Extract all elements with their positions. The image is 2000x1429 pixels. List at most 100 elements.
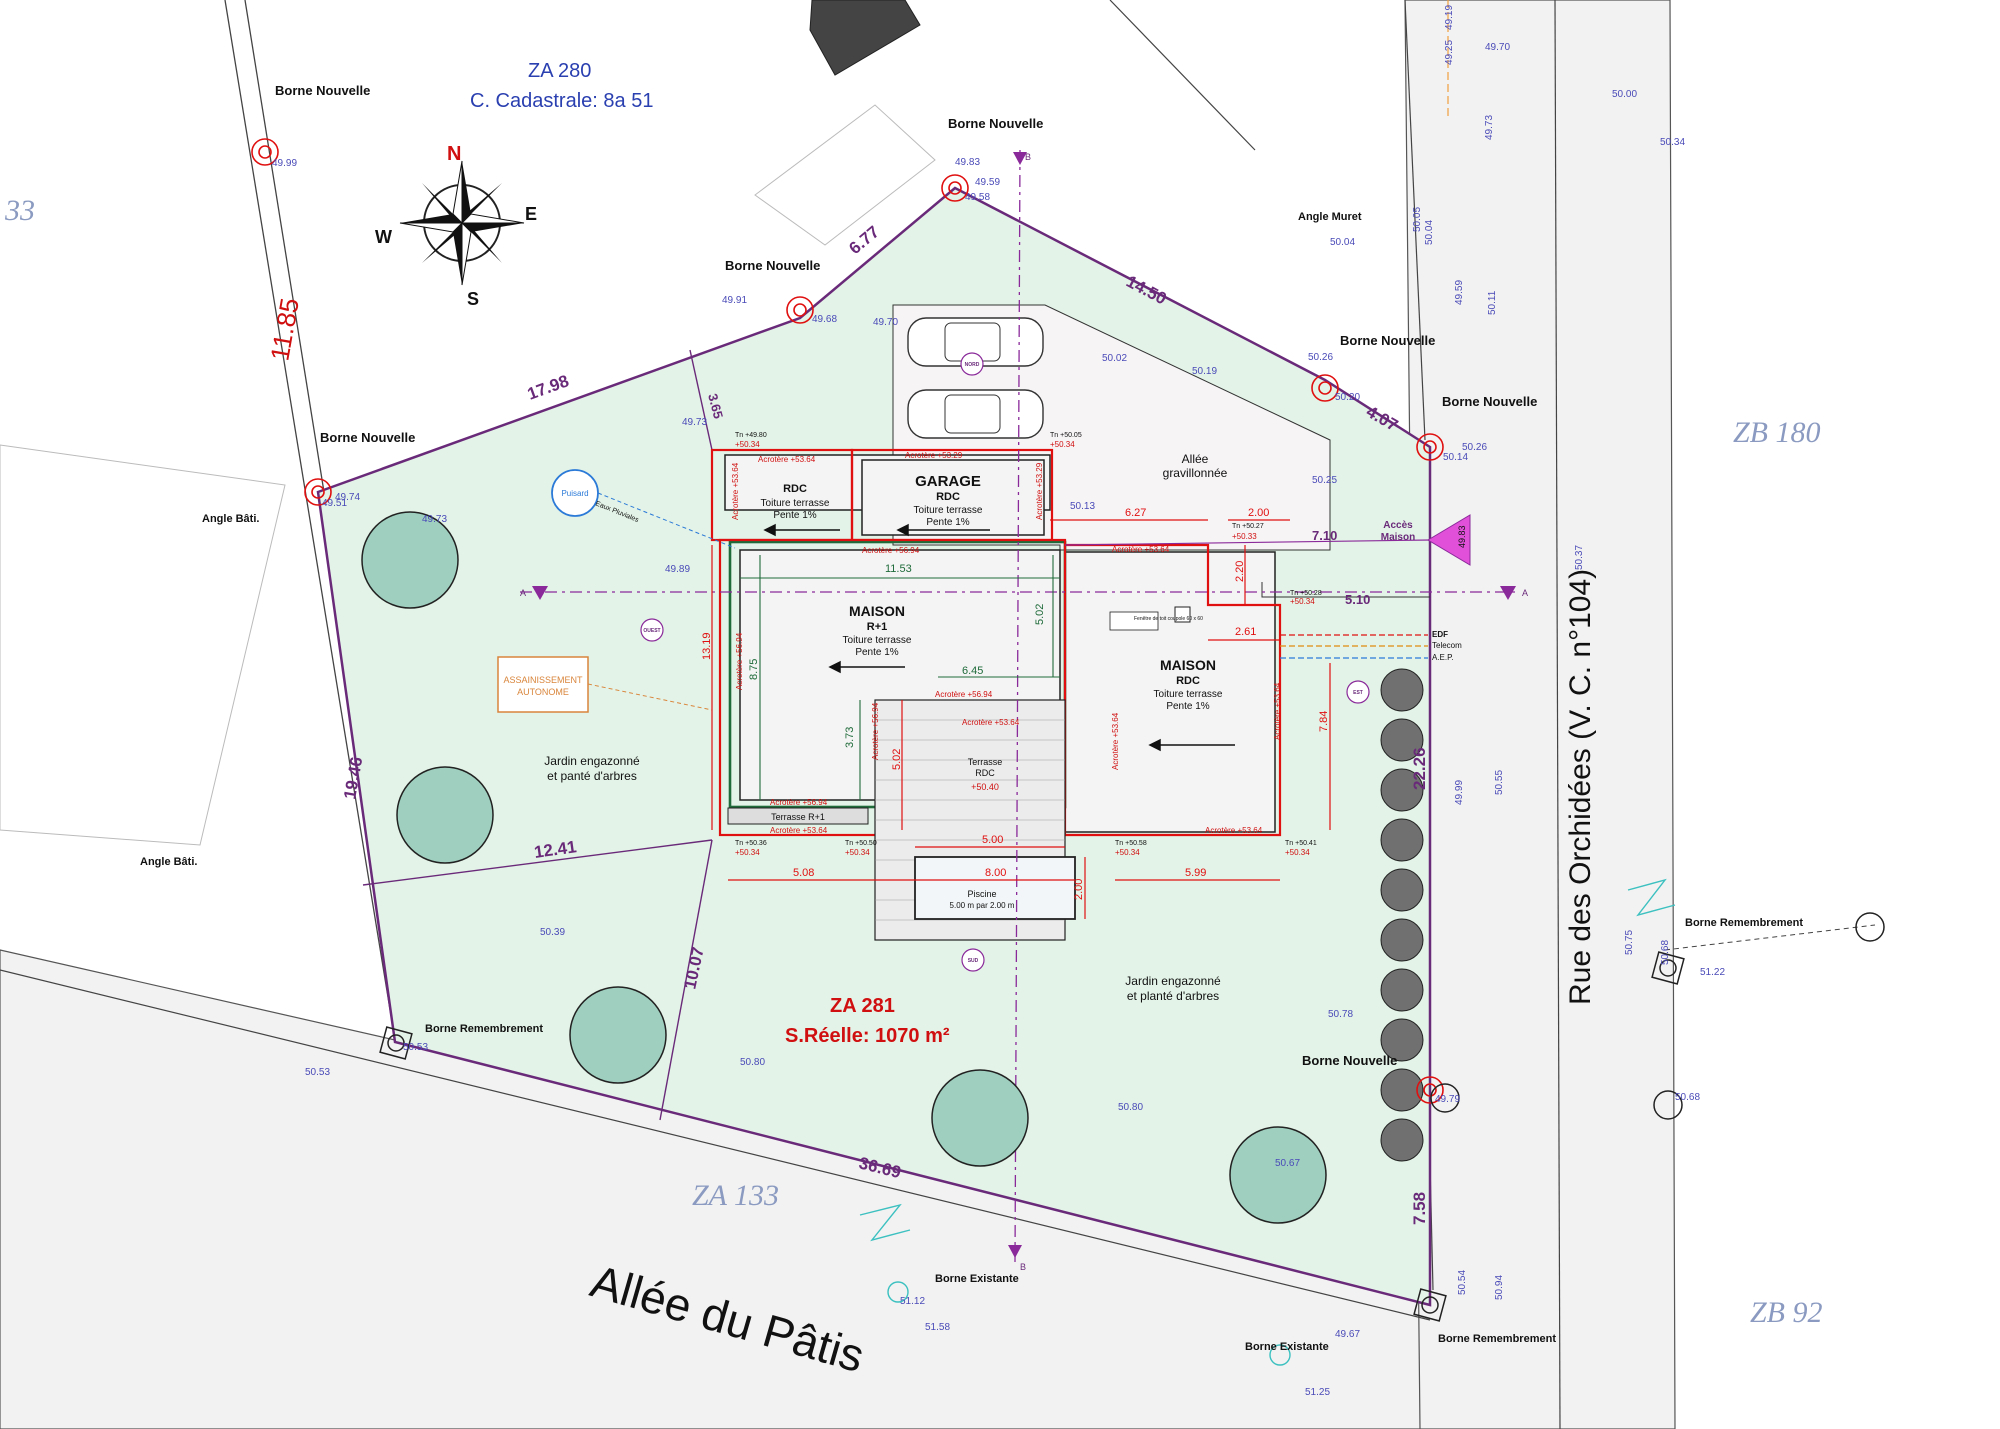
allee-label: Allée: [1182, 452, 1209, 466]
neighbor-line: [1404, 0, 1426, 441]
north-arrow-small-icon: [859, 1203, 911, 1242]
boundary-dim: 3.65: [705, 392, 726, 420]
spot-level: 49.73: [682, 417, 707, 428]
road-edge: [1554, 0, 1561, 1429]
borne-remembrement-icon: [387, 1034, 405, 1052]
spot-level: 49.51: [322, 498, 347, 509]
roof-window-label-box: [1109, 611, 1159, 631]
dim-text: 2.00: [1073, 879, 1085, 900]
shrub-icon: [1380, 1068, 1424, 1112]
pipe-line: [587, 683, 713, 711]
badge-nord: NORD: [965, 362, 980, 368]
spot-level: 49.70: [1485, 42, 1510, 53]
axis-b-label: B: [1020, 1262, 1026, 1272]
spot-level: 49.59: [975, 177, 1000, 188]
tn-label: Tn +49.80: [735, 432, 767, 439]
parcel-za280-title: ZA 280: [528, 60, 591, 82]
borne-icon: [258, 145, 272, 159]
construction-line: [659, 839, 713, 1121]
terrace-r1: [727, 807, 869, 825]
spot-level: 50.00: [1612, 89, 1637, 100]
access-triangle-icon: [1427, 514, 1471, 566]
dim-text: 2.00: [1248, 507, 1269, 519]
acrotere-label: Acrotère +56.94: [770, 798, 828, 807]
borne-icon: [1318, 381, 1332, 395]
maison-rdc-slope: Pente 1%: [1166, 701, 1209, 712]
boundary-dim: 17.98: [525, 371, 571, 403]
acrotere-label: Acrotère +56.94: [935, 690, 993, 699]
neighbor-line: [1109, 0, 1256, 151]
assainissement-label: ASSAINISSEMENT: [503, 675, 583, 685]
axis-b: [1014, 149, 1021, 1263]
tree-icon: [1229, 1126, 1327, 1224]
borne-icon: [311, 485, 325, 499]
rdc-slope: Pente 1%: [773, 510, 816, 521]
shrub-icon: [1380, 1018, 1424, 1062]
terrace-r1-label: Terrasse R+1: [771, 812, 825, 822]
shrub-icon: [1380, 668, 1424, 712]
boundary-dim: 7.58: [1410, 1192, 1429, 1225]
assainissement-box: [497, 656, 589, 713]
assainissement-label: AUTONOME: [517, 687, 569, 697]
floor-level: +50.34: [1285, 848, 1310, 857]
dim-text: 5.99: [1185, 867, 1206, 879]
borne-icon: [941, 174, 969, 202]
parcel-zb180: ZB 180: [1733, 416, 1821, 449]
garden-label: et panté d'arbres: [547, 769, 637, 783]
parcel-za281-surface: S.Réelle: 1070 m²: [785, 1025, 950, 1047]
spot-level: 49.74: [335, 492, 360, 503]
floor-level: +50.33: [1232, 532, 1257, 541]
spot-level: 50.04: [1330, 237, 1355, 248]
swimming-pool: [914, 856, 1076, 920]
tn-label: Tn +50.36: [735, 840, 767, 847]
acrotere-label: Acrotère +53.29: [905, 451, 963, 460]
borne-nouvelle-label: Borne Nouvelle: [948, 116, 1043, 131]
dim-text: 5.02: [1034, 604, 1046, 625]
spot-level: 49.25: [1444, 40, 1455, 65]
spot-level: 49.59: [1454, 280, 1465, 305]
dim-text: 8.00: [985, 867, 1006, 879]
shrub-icon: [1380, 718, 1424, 762]
dim-text: 6.45: [962, 665, 983, 677]
acrotere-label: Acrotère +53.64: [1205, 826, 1263, 835]
garage-slope: Pente 1%: [926, 517, 969, 528]
garage-roof: Toiture terrasse: [914, 505, 983, 516]
badge-ouest: OUEST: [643, 628, 660, 634]
borne-icon: [1311, 374, 1339, 402]
axis-b-marker-icon: [1013, 152, 1027, 165]
shrub-icon: [1380, 768, 1424, 812]
spot-level: 50.54: [1457, 1270, 1468, 1295]
spot-level: 49.99: [1454, 780, 1465, 805]
spot-level: 50.78: [1328, 1009, 1353, 1020]
arrow-left-icon: [828, 660, 841, 674]
telecom-label: Telecom: [1432, 641, 1462, 650]
north-arrow-small-icon: [1627, 878, 1676, 917]
neighbor-line: [224, 0, 396, 1041]
spot-level: 50.80: [740, 1057, 765, 1068]
survey-point-icon: [1855, 912, 1885, 942]
tn-label: Tn +50.58: [1115, 840, 1147, 847]
compass-s: S: [467, 289, 479, 309]
tree-icon: [396, 766, 494, 864]
borne-nouvelle-label: Borne Nouvelle: [1442, 394, 1537, 409]
dim-text: 5.00: [982, 834, 1003, 846]
spot-level: 51.25: [1305, 1387, 1330, 1398]
access-line: [1064, 539, 1431, 546]
borne-icon: [1423, 1083, 1437, 1097]
badge-est: EST: [1353, 690, 1363, 696]
borne-nouvelle-label: Borne Nouvelle: [1340, 333, 1435, 348]
acrotere-label: Acrotère +53.64: [1111, 712, 1120, 770]
compass-rose-icon: [399, 160, 525, 286]
spot-level: 50.02: [1102, 353, 1127, 364]
terrace-rdc-label: Terrasse: [968, 757, 1003, 767]
maison-rdc-sub: RDC: [1176, 675, 1200, 687]
dim-text: 7.10: [1312, 528, 1337, 543]
road-name-rue-des-orchidees: Rue des Orchidées (V. C. n°104): [1564, 569, 1597, 1005]
dim-text: 11.53: [885, 563, 912, 575]
borne-remembrement-icon: [1421, 1296, 1439, 1314]
puisard-label: Puisard: [561, 489, 588, 498]
spot-level: 50.26: [1308, 352, 1333, 363]
dim-text: 13.19: [701, 632, 713, 660]
borne-existante-icon: [1269, 1344, 1291, 1366]
